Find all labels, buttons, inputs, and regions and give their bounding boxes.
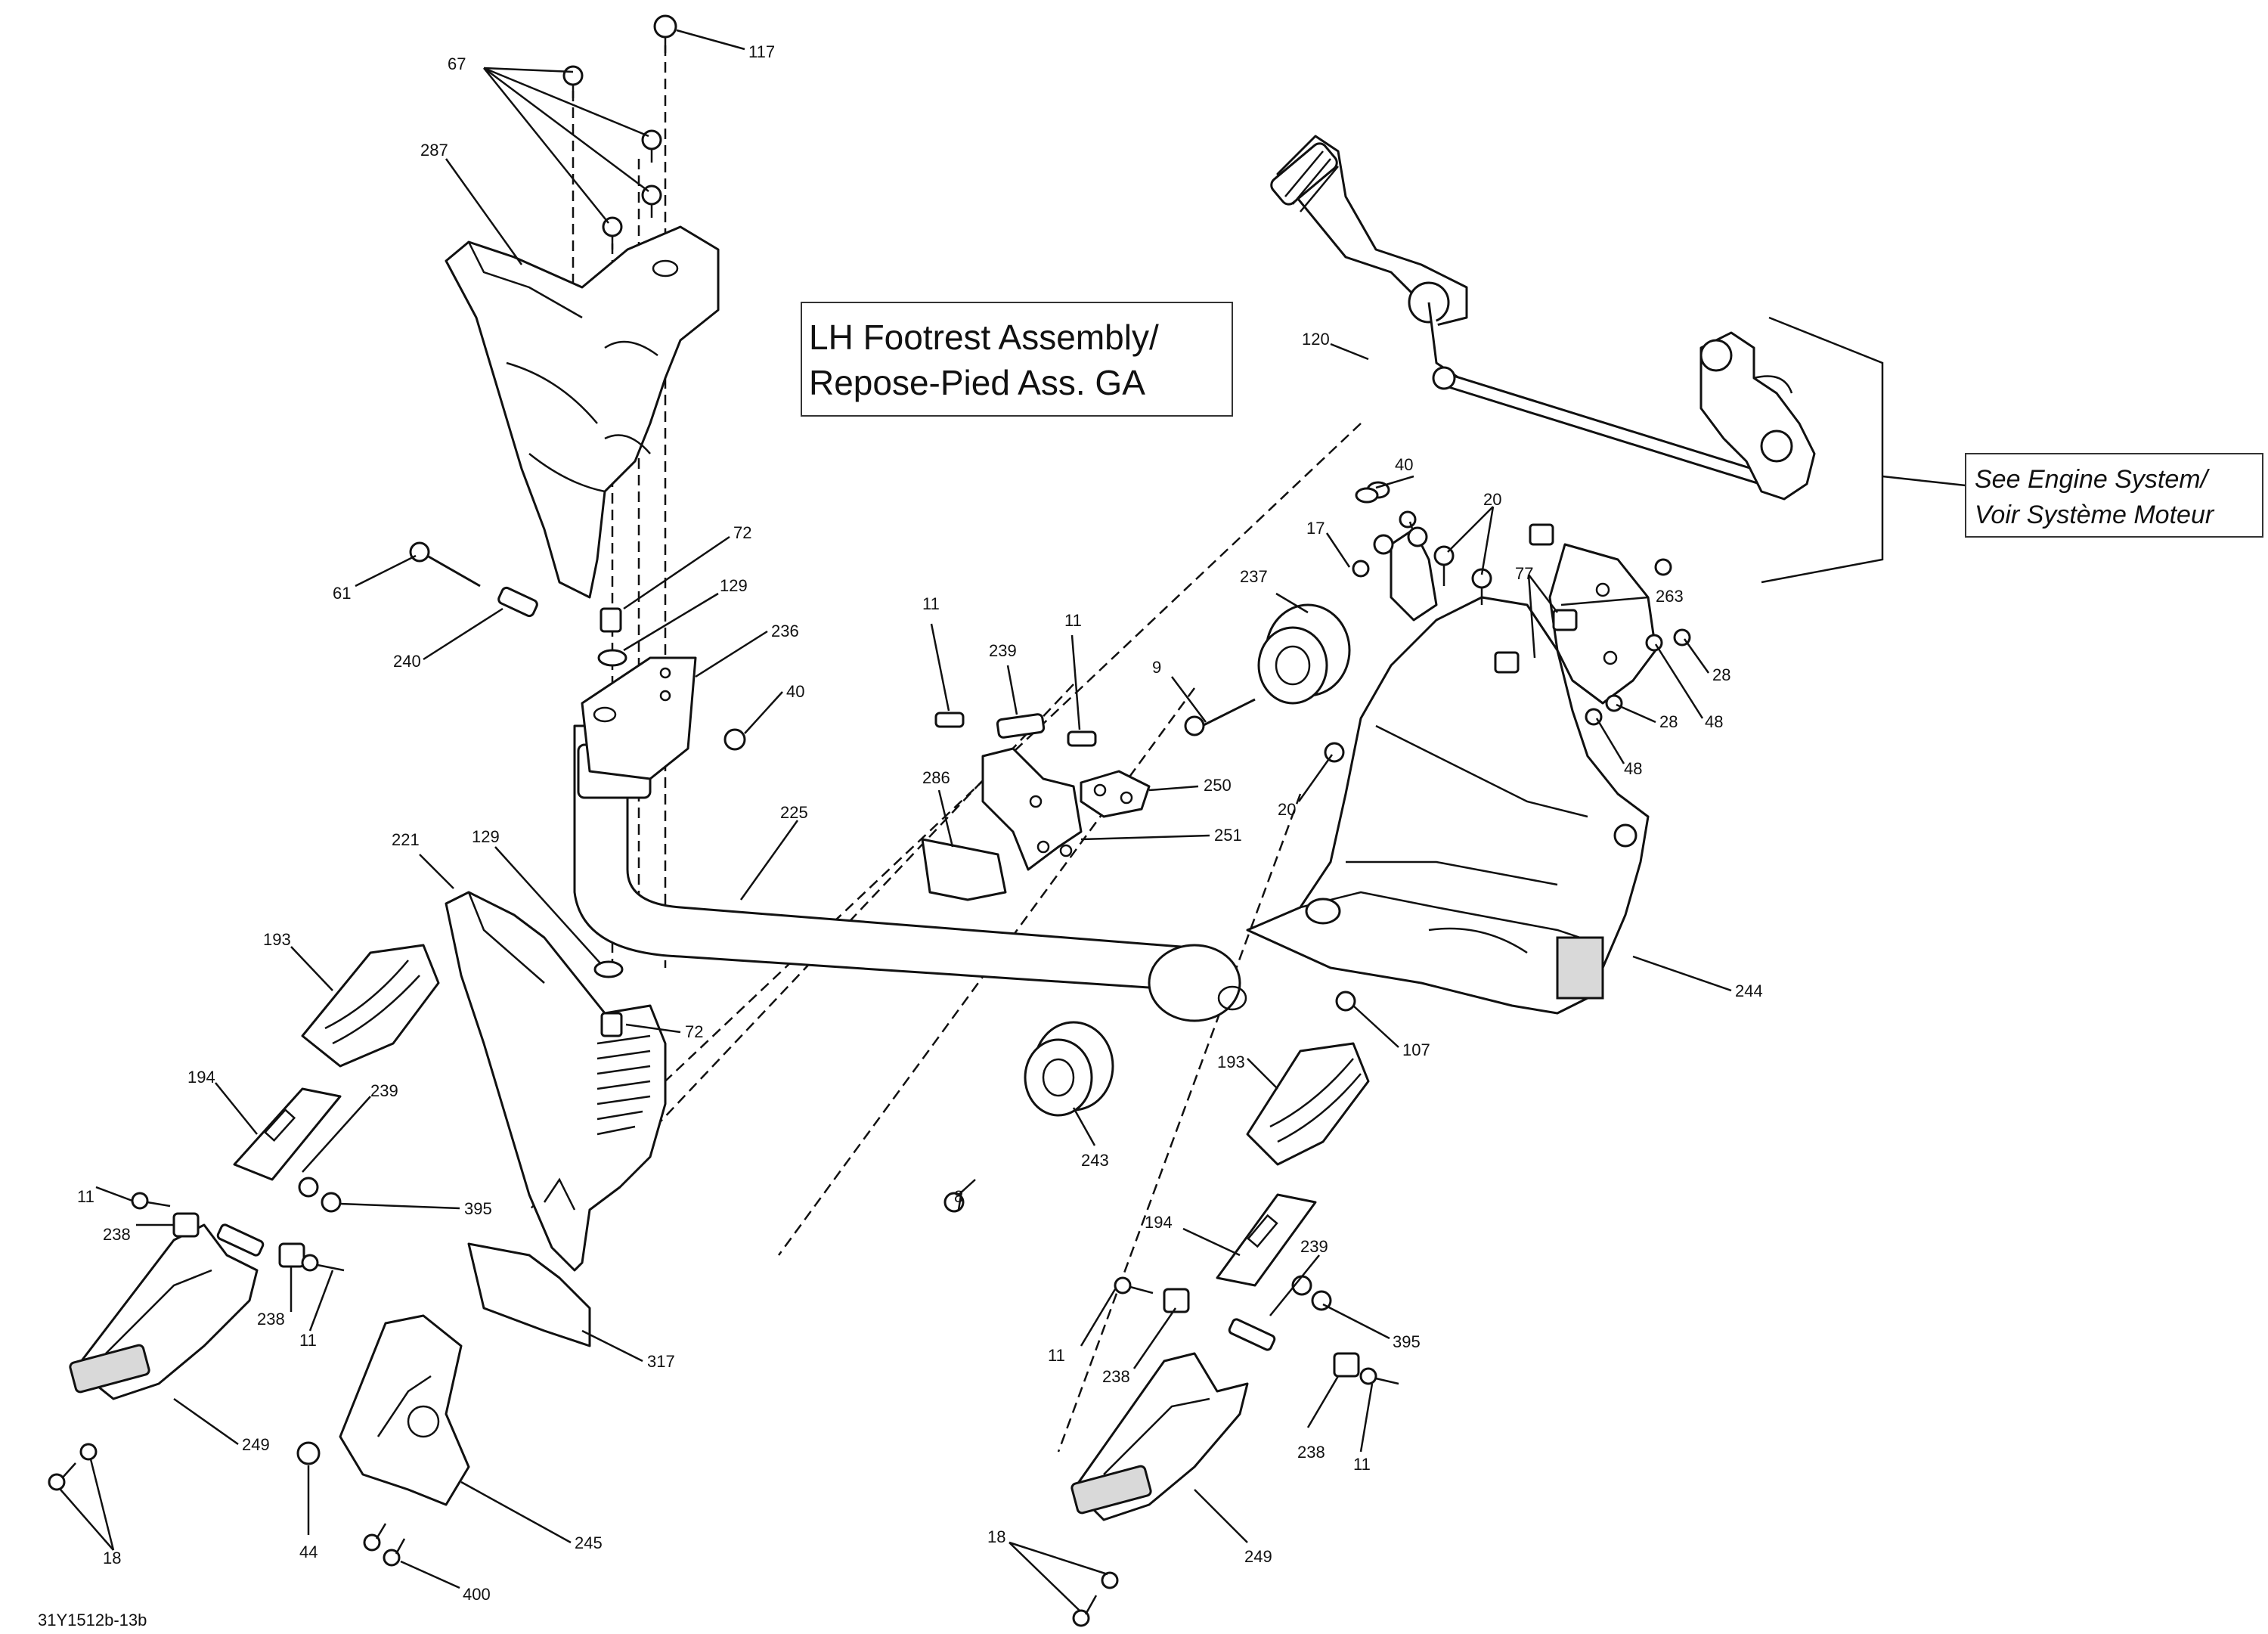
title-line-1: LH Footrest Assembly/ xyxy=(809,318,1159,357)
callout-395-left: 395 xyxy=(464,1199,492,1218)
callout-249-right: 249 xyxy=(1244,1547,1272,1566)
callout-107: 107 xyxy=(1402,1040,1430,1059)
footpeg-bracket-244 xyxy=(1246,528,1650,1015)
callout-11-f: 11 xyxy=(1353,1455,1371,1474)
callout-18-right: 18 xyxy=(987,1527,1005,1546)
callout-11-c: 11 xyxy=(77,1187,94,1206)
callout-48-b: 48 xyxy=(1624,759,1642,778)
footpeg-pad-193-right xyxy=(1246,1042,1370,1166)
callout-193-right: 193 xyxy=(1217,1053,1245,1071)
callout-239-a: 239 xyxy=(989,641,1017,660)
callout-395-right: 395 xyxy=(1393,1332,1421,1351)
callout-11-b: 11 xyxy=(1064,611,1082,630)
callout-221: 221 xyxy=(392,830,420,849)
callout-238-c: 238 xyxy=(1102,1367,1130,1386)
footpeg-245-left xyxy=(339,1314,470,1506)
title-box: LH Footrest Assembly/ Repose-Pied Ass. G… xyxy=(801,302,1233,417)
engine-system-bracket xyxy=(1761,316,1966,584)
plate-250 xyxy=(1080,770,1151,818)
callout-20-low: 20 xyxy=(1278,800,1296,819)
cover-286 xyxy=(921,838,1007,901)
callout-249-left: 249 xyxy=(242,1435,270,1454)
callout-28-a: 28 xyxy=(1712,665,1730,684)
note-line-1: See Engine System/ xyxy=(1975,465,2211,494)
callout-18-left: 18 xyxy=(103,1549,121,1567)
hardware xyxy=(48,14,1691,1627)
callout-225: 225 xyxy=(780,803,808,822)
callout-129-low: 129 xyxy=(472,827,500,846)
leader-lines xyxy=(60,29,1732,1611)
callout-193-left: 193 xyxy=(263,930,291,949)
cover-221 xyxy=(445,891,667,1272)
callout-17: 17 xyxy=(1306,519,1325,538)
callout-77: 77 xyxy=(1515,564,1533,583)
title-line-2: Repose-Pied Ass. GA xyxy=(809,363,1145,402)
callout-40-right: 40 xyxy=(1395,455,1413,474)
callout-244: 244 xyxy=(1735,981,1763,1000)
callout-72-low: 72 xyxy=(685,1022,703,1041)
callout-117: 117 xyxy=(748,42,775,61)
callout-317: 317 xyxy=(647,1352,675,1371)
callout-numbers: 117 67 287 61 72 129 240 236 40 11 239 1… xyxy=(77,42,1763,1604)
callout-287: 287 xyxy=(420,141,448,160)
callout-263: 263 xyxy=(1656,587,1684,606)
footpeg-249-right xyxy=(1070,1352,1249,1521)
callout-67: 67 xyxy=(448,54,466,73)
callout-237: 237 xyxy=(1240,567,1268,586)
callout-239-b: 239 xyxy=(370,1081,398,1100)
callout-129-top: 129 xyxy=(720,576,748,595)
callout-120: 120 xyxy=(1302,330,1330,349)
bracket-251 xyxy=(981,747,1083,871)
callout-250: 250 xyxy=(1204,776,1232,795)
callout-245: 245 xyxy=(575,1533,603,1552)
plate-194-left xyxy=(233,1087,342,1181)
callout-240: 240 xyxy=(393,652,421,671)
footpeg-pad-193-left xyxy=(301,944,440,1068)
callout-238-d: 238 xyxy=(1297,1443,1325,1462)
footpeg-249-left xyxy=(69,1223,259,1400)
callout-72-top: 72 xyxy=(733,523,751,542)
bushing-237 xyxy=(1257,603,1351,705)
callout-400: 400 xyxy=(463,1585,491,1604)
drawing-code: 31Y1512b-13b xyxy=(38,1611,147,1629)
callout-48-a: 48 xyxy=(1705,712,1723,731)
callout-44: 44 xyxy=(299,1543,318,1561)
callout-11-d: 11 xyxy=(299,1331,317,1350)
plate-194-right xyxy=(1216,1193,1317,1287)
callout-20-top: 20 xyxy=(1483,490,1501,509)
callout-11-a: 11 xyxy=(922,594,940,613)
callout-40-left: 40 xyxy=(786,682,804,701)
callout-28-b: 28 xyxy=(1659,712,1678,731)
cover-287 xyxy=(445,225,720,599)
callout-243: 243 xyxy=(1081,1151,1109,1170)
crossbar-225 xyxy=(573,724,1247,1022)
callout-9: 9 xyxy=(1152,658,1161,677)
callout-61: 61 xyxy=(333,584,351,603)
callout-239-c: 239 xyxy=(1300,1237,1328,1256)
callout-286: 286 xyxy=(922,768,950,787)
bushing-243 xyxy=(1024,1021,1114,1117)
bracket-236 xyxy=(581,656,697,780)
cover-317 xyxy=(467,1242,591,1347)
engine-linkage-assembly xyxy=(1699,331,1816,501)
callout-251: 251 xyxy=(1214,826,1242,845)
engine-system-note: See Engine System/ Voir Système Moteur xyxy=(1965,453,2263,538)
callout-194-left: 194 xyxy=(187,1068,215,1087)
callout-238-b: 238 xyxy=(257,1310,285,1329)
callout-236: 236 xyxy=(771,622,799,640)
callout-238-a: 238 xyxy=(103,1225,131,1244)
note-line-2: Voir Système Moteur xyxy=(1975,501,2215,529)
callout-194-right: 194 xyxy=(1145,1213,1173,1232)
callout-11-e: 11 xyxy=(1048,1346,1065,1365)
callout-8: 8 xyxy=(954,1187,963,1206)
